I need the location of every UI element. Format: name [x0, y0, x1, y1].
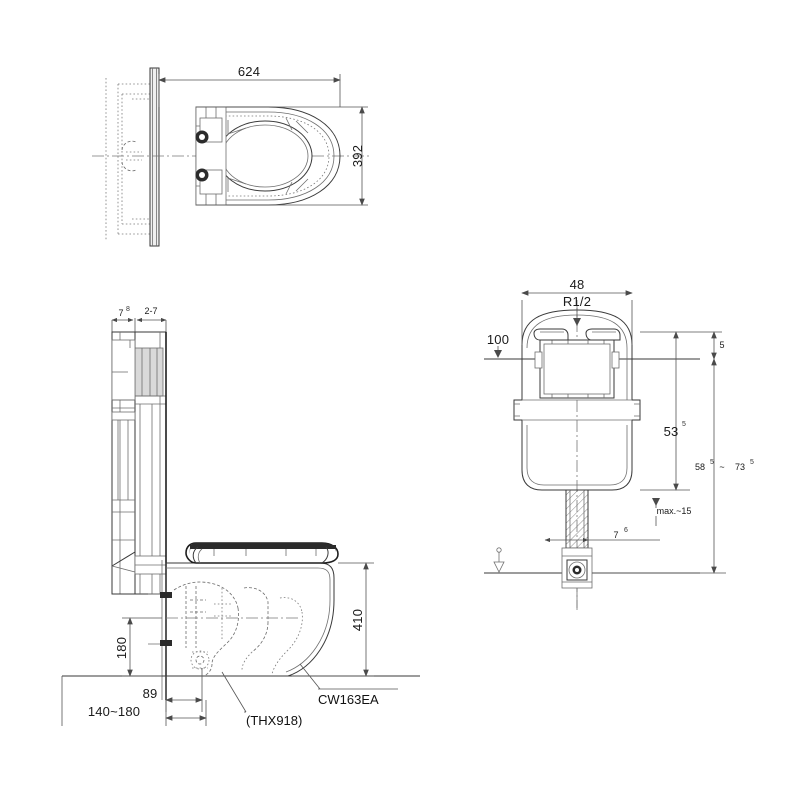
- outlet-dim-sup: 6: [624, 527, 628, 534]
- plan-depth-value: 392: [350, 145, 365, 167]
- elevation-dim-outlet-offset: 89: [143, 668, 203, 712]
- plan-fixing-bolts: [195, 130, 209, 182]
- cistern-dim-outlet: 7 6: [544, 527, 660, 548]
- cistern-outlet-pipe: [561, 489, 593, 608]
- elevation-dim-wall-range: 140~180: [61, 676, 207, 726]
- inlet-thread-leader: [573, 308, 581, 326]
- side-elevation-view: CW163EA (THX918) 410 180 89: [61, 332, 420, 728]
- total-height-range-sep: ~: [719, 462, 724, 472]
- cistern-dim-inlet-left: 100: [487, 332, 509, 358]
- cistern-valve-plate: [534, 339, 620, 399]
- wall-range-value: 140~180: [88, 704, 140, 719]
- plan-wall: [149, 67, 160, 247]
- total-height-min-sup: 5: [710, 459, 714, 466]
- seat-model-label: (THX918): [246, 713, 302, 728]
- plan-dim-depth: 392: [350, 106, 365, 206]
- inlet-left-value: 100: [487, 332, 509, 347]
- plan-hidden-frame: [105, 78, 150, 240]
- cistern-top-mounts: [533, 328, 621, 341]
- elevation-fixing-bolts: [148, 592, 172, 646]
- cistern-dim-width: 48: [521, 277, 633, 345]
- elevation-toilet-body: [165, 562, 335, 677]
- plan-mounting-body: [195, 106, 227, 206]
- plan-seat-ribs: [227, 117, 309, 195]
- elevation-hidden-trapway: [166, 581, 303, 677]
- plan-bowl-opening: [217, 120, 313, 192]
- max-depth-value: max.~15: [657, 506, 692, 516]
- frame-dim-b-value: 2-7: [144, 306, 157, 316]
- frame-section-view: 7 8 2-7: [111, 306, 167, 595]
- elevation-leaders: [221, 663, 398, 713]
- elevation-seat-assembly: [185, 542, 339, 564]
- frame-dim-a-value: 7: [118, 308, 123, 318]
- elevation-dim-outlet-height: 180: [114, 617, 162, 677]
- cistern-width-value: 48: [570, 277, 585, 292]
- frame-dim-a-sup: 8: [126, 306, 130, 313]
- outlet-offset-value: 89: [143, 686, 158, 701]
- floor-level-symbol: [493, 547, 505, 573]
- top-plan-view: 624 392: [92, 64, 372, 247]
- cistern-tank-body: [513, 309, 641, 491]
- cistern-dim-max-depth: max.~15: [652, 498, 691, 526]
- inlet-thread-label: R1/2: [563, 294, 591, 309]
- elevation-dim-seat-height: 410: [292, 562, 374, 677]
- outlet-dim-value: 7: [613, 530, 618, 540]
- cistern-dim-upper-height: 53 5: [640, 331, 690, 491]
- seat-height-value: 410: [350, 609, 365, 631]
- frame-rail: [111, 331, 167, 595]
- plan-seat-outline: [195, 106, 341, 206]
- upper-height-value: 53: [664, 424, 679, 439]
- plan-dim-width: 624: [158, 64, 341, 83]
- toilet-model-label: CW163EA: [318, 692, 379, 707]
- cistern-front-view: 48 R1/2 100 5 53 5: [484, 277, 754, 610]
- total-height-max-value: 73: [735, 462, 745, 472]
- outlet-height-value: 180: [114, 637, 129, 659]
- total-height-min-value: 58: [695, 462, 705, 472]
- cistern-dim-top-offset: 5: [640, 331, 725, 360]
- cistern-dim-total-height: 58 5 ~ 73 5: [592, 358, 754, 574]
- plan-width-value: 624: [238, 64, 260, 79]
- upper-height-sup: 5: [682, 421, 686, 428]
- top-offset-value: 5: [719, 340, 724, 350]
- total-height-max-sup: 5: [750, 459, 754, 466]
